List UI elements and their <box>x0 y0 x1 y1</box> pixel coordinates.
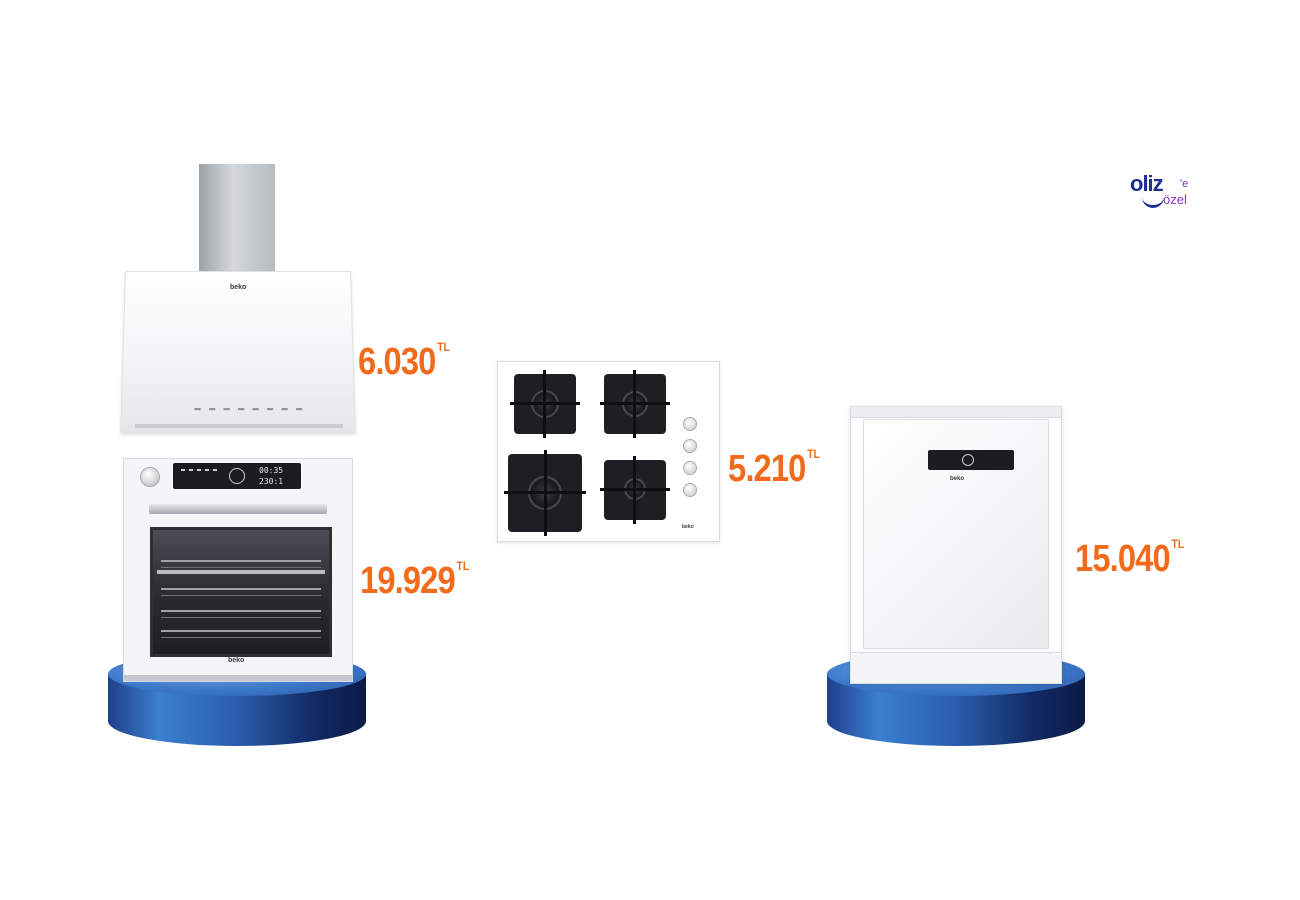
burner-top-right <box>600 370 670 438</box>
dishwasher-price-currency: TL <box>1171 537 1185 551</box>
hob-knob-icon <box>683 417 697 431</box>
dishwasher-image: beko <box>850 406 1062 684</box>
cooker-hood-image: beko <box>120 271 356 433</box>
dishwasher-control-panel <box>928 450 1014 470</box>
oven-display-line2: 230:1 <box>259 477 284 486</box>
oven-window <box>150 527 332 657</box>
built-in-oven-image: 00:35 230:1 beko <box>123 458 353 682</box>
burner-bottom-left <box>504 450 586 536</box>
hob-brand-label: beko <box>682 524 694 530</box>
hood-chimney <box>199 164 275 272</box>
dishwasher-price-value: 15.040 <box>1075 538 1171 580</box>
hood-base <box>135 424 343 428</box>
oven-price-currency: TL <box>456 559 470 573</box>
logo-sub-text: özel <box>1163 192 1187 207</box>
oven-dial-icon <box>229 468 245 484</box>
hood-brand-label: beko <box>229 283 247 291</box>
logo-main-text: oliz <box>1130 171 1164 196</box>
oven-control-display: 00:35 230:1 <box>173 463 301 489</box>
hob-knob-icon <box>683 439 697 453</box>
burner-bottom-right <box>600 456 670 524</box>
oven-display-line1: 00:35 <box>259 466 284 475</box>
hob-knob-icon <box>683 483 697 497</box>
oven-door-handle <box>149 504 327 514</box>
dishwasher-power-icon <box>962 454 974 466</box>
oliz-ozel-logo: oliz 'e özel <box>1130 168 1200 210</box>
hob-price-value: 5.210 <box>728 448 806 490</box>
hob-knob-icon <box>683 461 697 475</box>
hood-price-value: 6.030 <box>358 341 436 383</box>
oven-price-value: 19.929 <box>360 560 456 602</box>
dishwasher-door: beko <box>863 419 1049 649</box>
hood-price-currency: TL <box>437 340 450 354</box>
hood-controls <box>194 408 303 411</box>
oven-brand-label: beko <box>228 657 245 664</box>
gas-hob-image: beko <box>497 361 720 542</box>
logo-suffix-text: 'e <box>1180 178 1189 190</box>
dishwasher-brand-label: beko <box>950 476 965 482</box>
oven-knob-icon <box>140 467 160 487</box>
hob-price-currency: TL <box>807 447 820 461</box>
logo-smile-icon <box>1142 195 1164 208</box>
burner-top-left <box>510 370 580 438</box>
